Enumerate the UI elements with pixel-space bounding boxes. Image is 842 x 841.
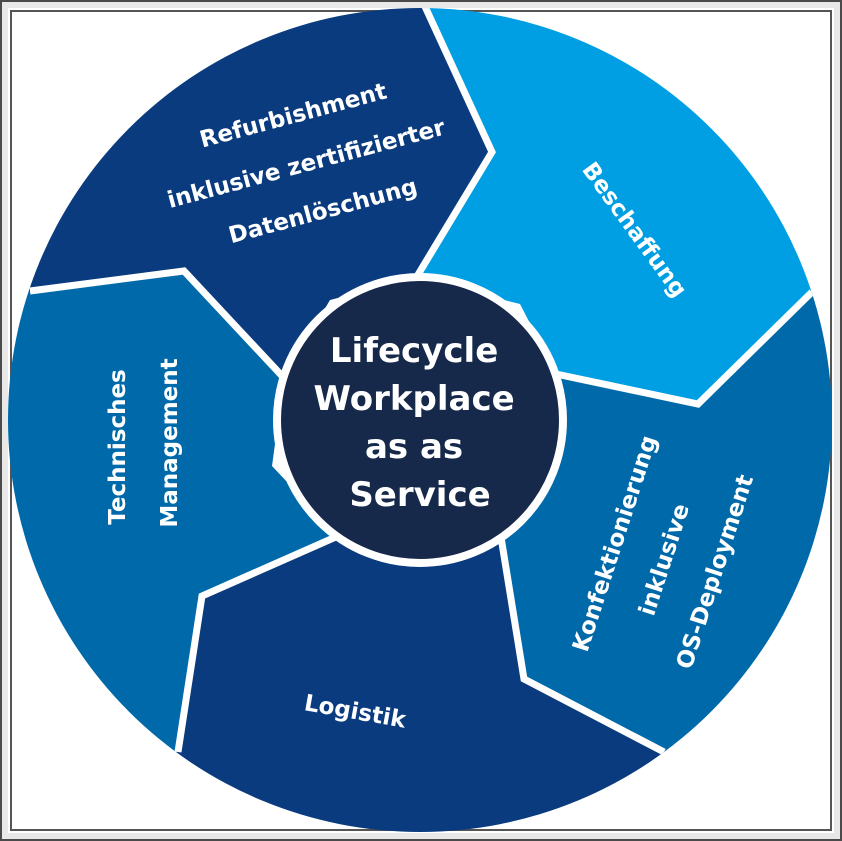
segment-technisches-management: [8, 271, 338, 752]
segment-separators: [29, 8, 815, 756]
center-title-line-3: as as: [365, 427, 463, 467]
center-title: Lifecycle Workplace as as Service: [313, 331, 526, 515]
center-title-line-1: Lifecycle: [330, 331, 498, 371]
center-circle: [273, 273, 567, 567]
svg-text:Technisches Management: Technisches Management: [105, 358, 183, 527]
label-technisches-management: Technisches Management: [105, 358, 183, 527]
technisches-line-2: Management: [157, 358, 183, 527]
segment-logistik: [8, 531, 832, 832]
segment-konfektionierung: [500, 292, 832, 760]
technisches-line-1: Technisches: [105, 369, 131, 525]
center-title-line-4: Service: [349, 475, 490, 515]
center-title-line-2: Workplace: [313, 379, 514, 419]
